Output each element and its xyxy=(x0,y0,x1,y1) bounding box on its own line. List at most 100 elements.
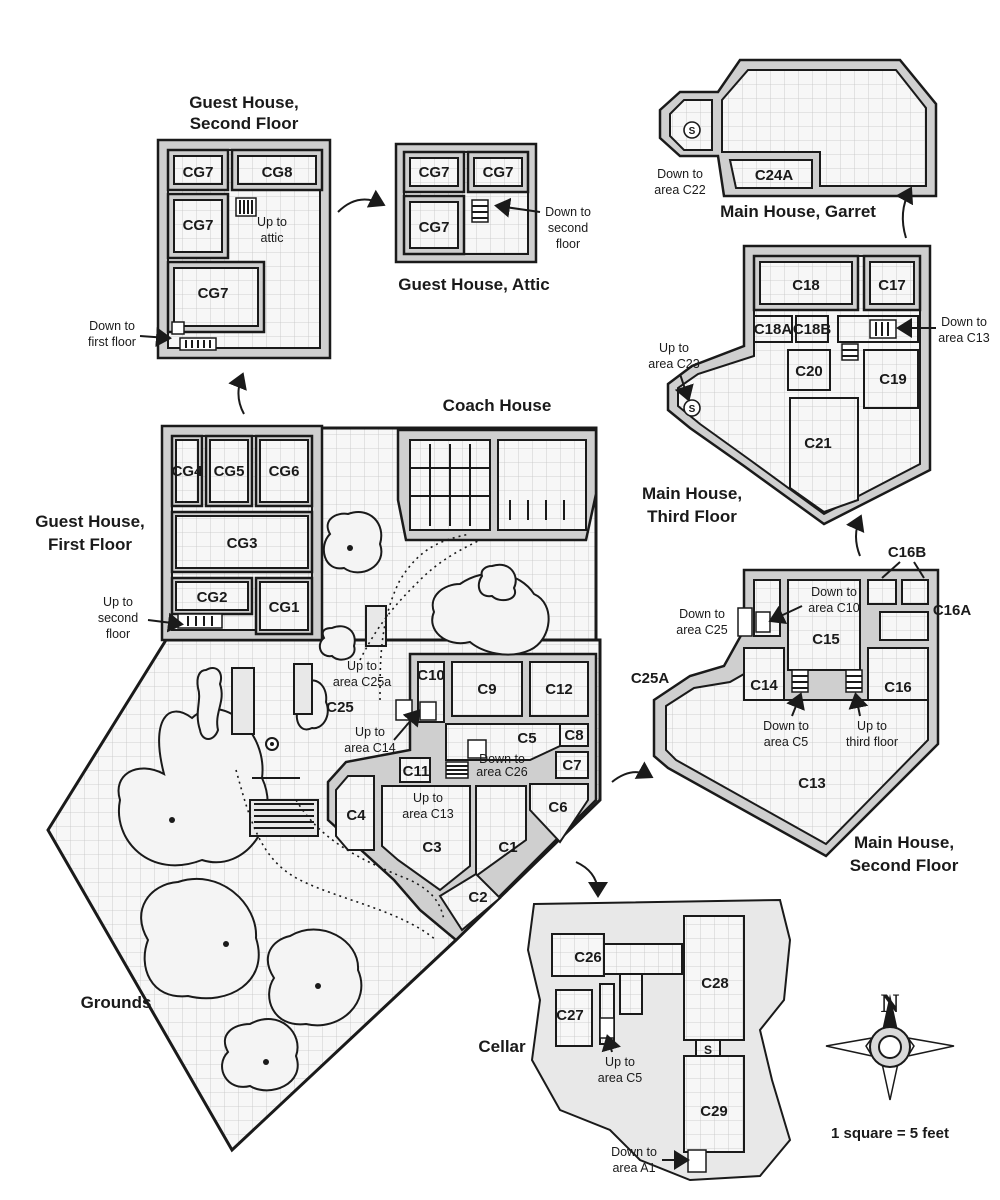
room-label: C25A xyxy=(631,670,670,687)
room-label: CG3 xyxy=(227,535,258,552)
map-note: area C13 xyxy=(938,331,989,345)
room-label: C14 xyxy=(750,677,778,694)
garden xyxy=(117,511,550,1092)
map-note: area C5 xyxy=(598,1071,643,1085)
secret-door-icon: S xyxy=(704,1043,712,1057)
map-note: area A1 xyxy=(612,1161,655,1175)
room-label: C16 xyxy=(884,679,912,696)
map-note: Down to xyxy=(679,607,725,621)
section-title-third-floor: Third Floor xyxy=(647,507,737,526)
compass-north-label: N xyxy=(881,989,900,1018)
room-label: C21 xyxy=(804,435,832,452)
main-house-first-floor xyxy=(326,652,598,942)
room-label: CG7 xyxy=(198,285,229,302)
map-note: first floor xyxy=(88,335,136,349)
stairs-icon xyxy=(471,199,489,223)
map-note: Up to xyxy=(857,719,887,733)
room-label: C27 xyxy=(556,1007,584,1024)
room-label: C17 xyxy=(878,277,906,294)
arrow-icon xyxy=(575,861,608,898)
room-label: CG7 xyxy=(483,164,514,181)
map-note: Up to xyxy=(257,215,287,229)
room-label: C11 xyxy=(403,763,430,780)
arrow-icon xyxy=(845,514,865,557)
room-label: CG7 xyxy=(419,164,450,181)
map-note: Down to xyxy=(545,205,591,219)
stairs-icon xyxy=(177,613,223,629)
arrow-icon xyxy=(611,761,654,783)
section-title-guest-attic: Guest House, Attic xyxy=(398,275,549,294)
svg-text:S: S xyxy=(689,404,696,415)
room-label: C8 xyxy=(564,727,583,744)
room-label: C15 xyxy=(812,631,840,648)
main-house-second-floor xyxy=(652,568,940,858)
map-note: area C22 xyxy=(654,183,705,197)
room-label: CG7 xyxy=(419,219,450,236)
svg-text:S: S xyxy=(689,126,696,137)
room-label: CG6 xyxy=(269,463,300,480)
map-note: area C10 xyxy=(808,601,859,615)
arrow-icon xyxy=(228,372,247,415)
room-label: C5 xyxy=(517,730,536,747)
room-label: C28 xyxy=(701,975,729,992)
room-label: C25 xyxy=(326,699,354,716)
map-note: area C25a xyxy=(333,675,391,689)
room-label: C18 xyxy=(792,277,820,294)
section-title-guest-first: First Floor xyxy=(48,535,132,554)
room-label: C7 xyxy=(562,757,581,774)
map-note: area C25 xyxy=(676,623,727,637)
map-note: Up to xyxy=(103,595,133,609)
cellar xyxy=(526,898,792,1182)
arrow-icon xyxy=(337,189,386,213)
map-note: area C5 xyxy=(764,735,809,749)
stairs-icon xyxy=(235,197,257,217)
room-label: CG4 xyxy=(172,463,204,480)
room-label: CG7 xyxy=(183,217,214,234)
map-note: area C23 xyxy=(648,357,699,371)
map-note: floor xyxy=(556,237,580,251)
map-note: Up to xyxy=(347,659,377,673)
room-label: C18B xyxy=(793,321,832,338)
section-title-cellar: Cellar xyxy=(478,1037,526,1056)
compass-rose-icon xyxy=(825,994,955,1101)
map-note: Up to xyxy=(659,341,689,355)
section-title-second-floor: Main House, xyxy=(854,833,954,852)
room-label: CG5 xyxy=(214,463,245,480)
secret-door-icon: S xyxy=(683,121,701,139)
map-note: second xyxy=(548,221,588,235)
map-note: Down to xyxy=(763,719,809,733)
map-note: Down to xyxy=(479,752,525,766)
map-note: third floor xyxy=(846,735,898,749)
map-note: second xyxy=(98,611,138,625)
section-title-second-floor: Second Floor xyxy=(850,856,959,875)
map-note: area C13 xyxy=(402,807,453,821)
room-label: C16A xyxy=(933,602,972,619)
room-label: C19 xyxy=(879,371,907,388)
room-label: C16B xyxy=(888,544,927,561)
room-label: CG2 xyxy=(197,589,228,606)
room-label: C18A xyxy=(754,321,793,338)
map-note: Down to xyxy=(611,1145,657,1159)
guest-house-second-floor xyxy=(156,138,332,360)
guest-house-first-floor xyxy=(160,424,324,642)
map-note: floor xyxy=(106,627,130,641)
room-label: C12 xyxy=(545,681,573,698)
map-note: Down to xyxy=(941,315,987,329)
room-label: C20 xyxy=(795,363,823,380)
stairs-icon xyxy=(737,607,863,693)
stairs-icon xyxy=(841,319,897,361)
room-label: C2 xyxy=(468,889,487,906)
scale-label: 1 square = 5 feet xyxy=(831,1125,949,1142)
secret-door-icon: S xyxy=(683,399,701,417)
section-title-coach-house: Coach House xyxy=(443,396,552,415)
map-note: Down to xyxy=(811,585,857,599)
room-label: CG1 xyxy=(269,599,300,616)
section-title-guest-first: Guest House, xyxy=(35,512,145,531)
room-label: C26 xyxy=(574,949,602,966)
room-label: CG8 xyxy=(262,164,293,181)
room-label: CG7 xyxy=(183,164,214,181)
room-label: C13 xyxy=(798,775,826,792)
section-title-garret: Main House, Garret xyxy=(720,202,876,221)
section-title-third-floor: Main House, xyxy=(642,484,742,503)
